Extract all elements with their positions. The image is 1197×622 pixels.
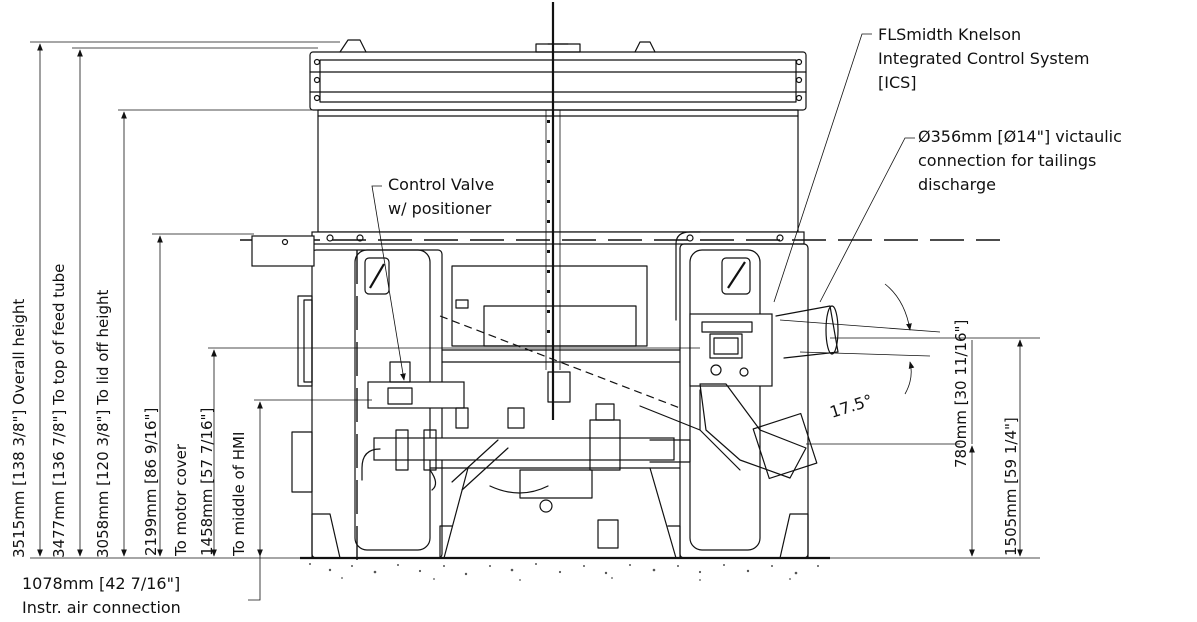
ground-hatching bbox=[309, 563, 819, 581]
air-connection-dim: 1078mm [42 7/16"] bbox=[22, 574, 180, 593]
dim-top-of-feed-tube: 3477mm [136 7/8"] To top of feed tube bbox=[50, 264, 68, 558]
victaulic-label-line1: Ø356mm [Ø14"] victaulic bbox=[918, 127, 1122, 146]
control-valve-label-line1: Control Valve bbox=[388, 175, 494, 194]
victaulic-label-line3: discharge bbox=[918, 175, 996, 194]
ics-label-line3: [ICS] bbox=[878, 73, 917, 92]
leader-lines bbox=[248, 33, 915, 601]
dim-hmi-value: 1458mm [57 7/16"] bbox=[198, 408, 216, 556]
angle-label: 17.5° bbox=[827, 391, 874, 422]
air-connection-label: Instr. air connection bbox=[22, 598, 181, 617]
ics-label-line2: Integrated Control System bbox=[878, 49, 1089, 68]
dimension-lines bbox=[30, 41, 1040, 559]
dim-lid-off-height: 3058mm [120 3/8"] To lid off height bbox=[94, 290, 112, 558]
dim-1505mm: 1505mm [59 1/4"] bbox=[1002, 417, 1020, 556]
dim-motor-cover-label: To motor cover bbox=[172, 443, 190, 557]
victaulic-label-line2: connection for tailings bbox=[918, 151, 1096, 170]
dim-hmi-label: To middle of HMI bbox=[230, 432, 248, 557]
dim-overall-height: 3515mm [138 3/8"] Overall height bbox=[10, 299, 28, 558]
ics-label-line1: FLSmidth Knelson bbox=[878, 25, 1021, 44]
dim-motor-cover-value: 2199mm [86 9/16"] bbox=[142, 408, 160, 556]
dim-780mm: 780mm [30 11/16"] bbox=[952, 320, 970, 468]
control-valve-label-line2: w/ positioner bbox=[388, 199, 492, 218]
